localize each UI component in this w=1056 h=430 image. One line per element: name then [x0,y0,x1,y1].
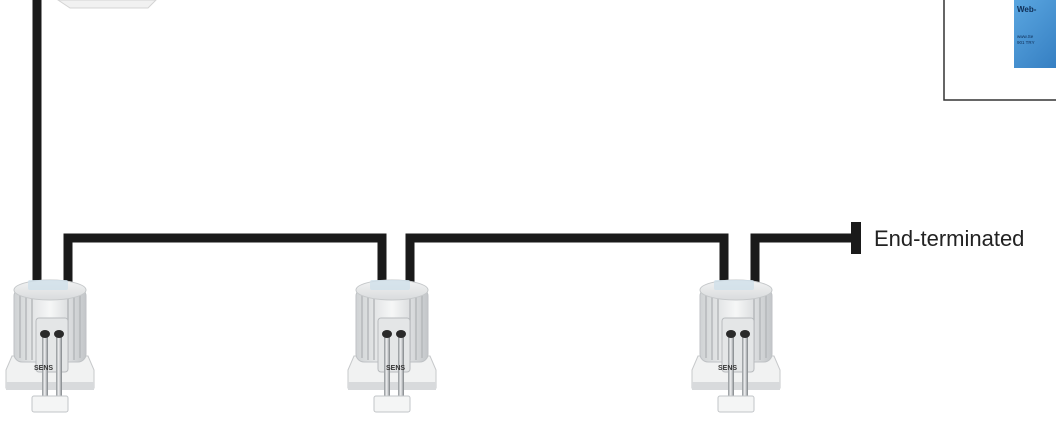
sensor-unit-1: SENS [6,280,94,412]
sensor-brand-text: SENS [34,365,53,372]
monitor-label-line-2: www.Se [1017,34,1034,39]
cable-network [37,0,855,282]
end-terminator [851,222,861,254]
sensor-unit-3: SENS [692,280,780,412]
end-terminated-label: End-terminated [874,226,1024,252]
cable-segment-2 [410,238,724,282]
cable-segment-1 [68,238,382,282]
sensor-brand-text: SENS [386,365,405,372]
gateway-device [58,0,156,8]
monitor-panel: Web- www.Se 901 TRY [944,0,1056,100]
sensor-brand-text: SENS [718,365,737,372]
monitor-label-line-1: Web- [1017,5,1037,14]
monitor-label-line-3: 901 TRY [1017,40,1035,45]
sensor-unit-2: SENS [348,280,436,412]
cable-segment-3 [755,238,855,282]
